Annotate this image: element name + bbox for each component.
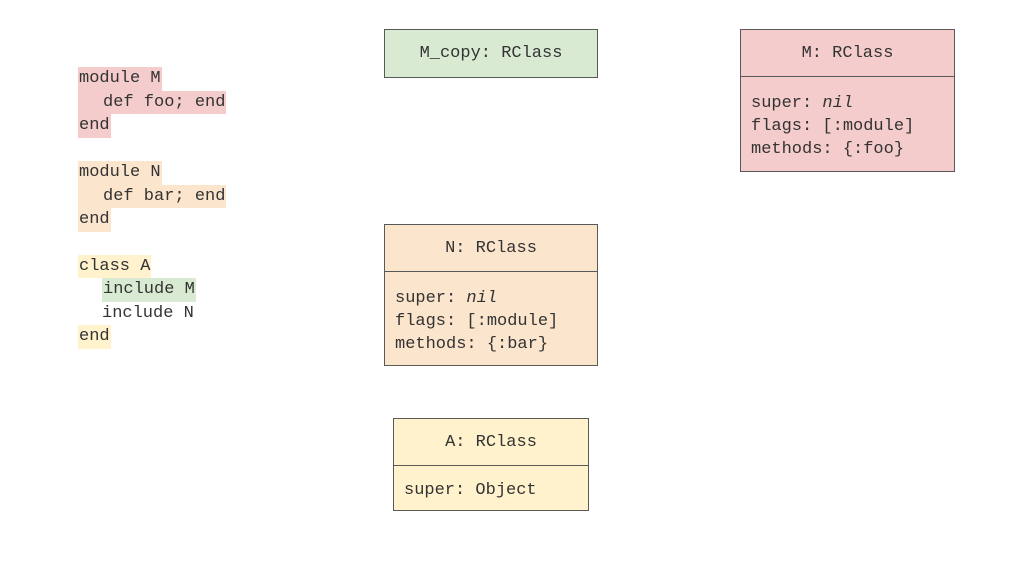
- n-fields: super: nil flags: [:module] methods: {:b…: [385, 272, 597, 356]
- n-super-value: nil: [466, 289, 498, 308]
- a-fields: super: Object: [394, 466, 588, 502]
- n-flags-field: flags: [:module]: [395, 312, 559, 331]
- m-title: M: RClass: [741, 30, 954, 77]
- code-line: def foo; end: [78, 90, 227, 114]
- module-n-method-text: def bar; end: [103, 186, 226, 206]
- m-methods-field: methods: {:foo}: [751, 140, 905, 159]
- class-a-keyword-line: class A: [78, 254, 152, 278]
- code-line: end: [78, 114, 226, 138]
- code-spacer: [78, 232, 226, 255]
- code-line: module N: [78, 161, 226, 185]
- code-line: module M: [78, 67, 226, 91]
- module-m-keyword-line: module M: [78, 67, 162, 91]
- m-copy-title: M_copy: RClass: [419, 43, 563, 63]
- code-line: end: [78, 325, 226, 349]
- a-rclass-box: A: RClass super: Object: [393, 418, 589, 511]
- n-methods-field: methods: {:bar}: [395, 335, 549, 354]
- a-title: A: RClass: [394, 419, 588, 466]
- module-n-method-line: def bar; end: [78, 184, 227, 208]
- class-a-end-line: end: [78, 325, 111, 349]
- n-super-field: super: nil: [395, 287, 597, 310]
- include-m-line: include M: [102, 278, 196, 302]
- m-fields: super: nil flags: [:module] methods: {:f…: [741, 77, 954, 161]
- code-line: def bar; end: [78, 184, 227, 208]
- module-m-end-line: end: [78, 114, 111, 138]
- module-n-keyword-line: module N: [78, 161, 162, 185]
- module-n-end-line: end: [78, 208, 111, 232]
- m-super-field: super: nil: [751, 92, 954, 115]
- a-super-field: super: Object: [404, 481, 537, 500]
- code-line: include M: [78, 278, 226, 302]
- m-rclass-box: M: RClass super: nil flags: [:module] me…: [740, 29, 955, 172]
- code-spacer: [78, 138, 226, 162]
- n-title: N: RClass: [385, 225, 597, 272]
- n-super-label: super:: [395, 289, 467, 308]
- m-super-value: nil: [822, 94, 854, 113]
- m-flags-field: flags: [:module]: [751, 117, 915, 136]
- module-m-method-text: def foo; end: [103, 92, 226, 112]
- code-line: include N: [78, 302, 226, 326]
- code-listing: module M def foo; end end module N def b…: [78, 67, 227, 349]
- code-line: end: [78, 208, 226, 232]
- include-n-line: include N: [102, 303, 194, 323]
- m-copy-rclass-box: M_copy: RClass: [384, 29, 598, 78]
- m-super-label: super:: [751, 94, 823, 113]
- n-rclass-box: N: RClass super: nil flags: [:module] me…: [384, 224, 598, 366]
- code-line: class A: [78, 254, 226, 278]
- module-m-method-line: def foo; end: [78, 90, 227, 114]
